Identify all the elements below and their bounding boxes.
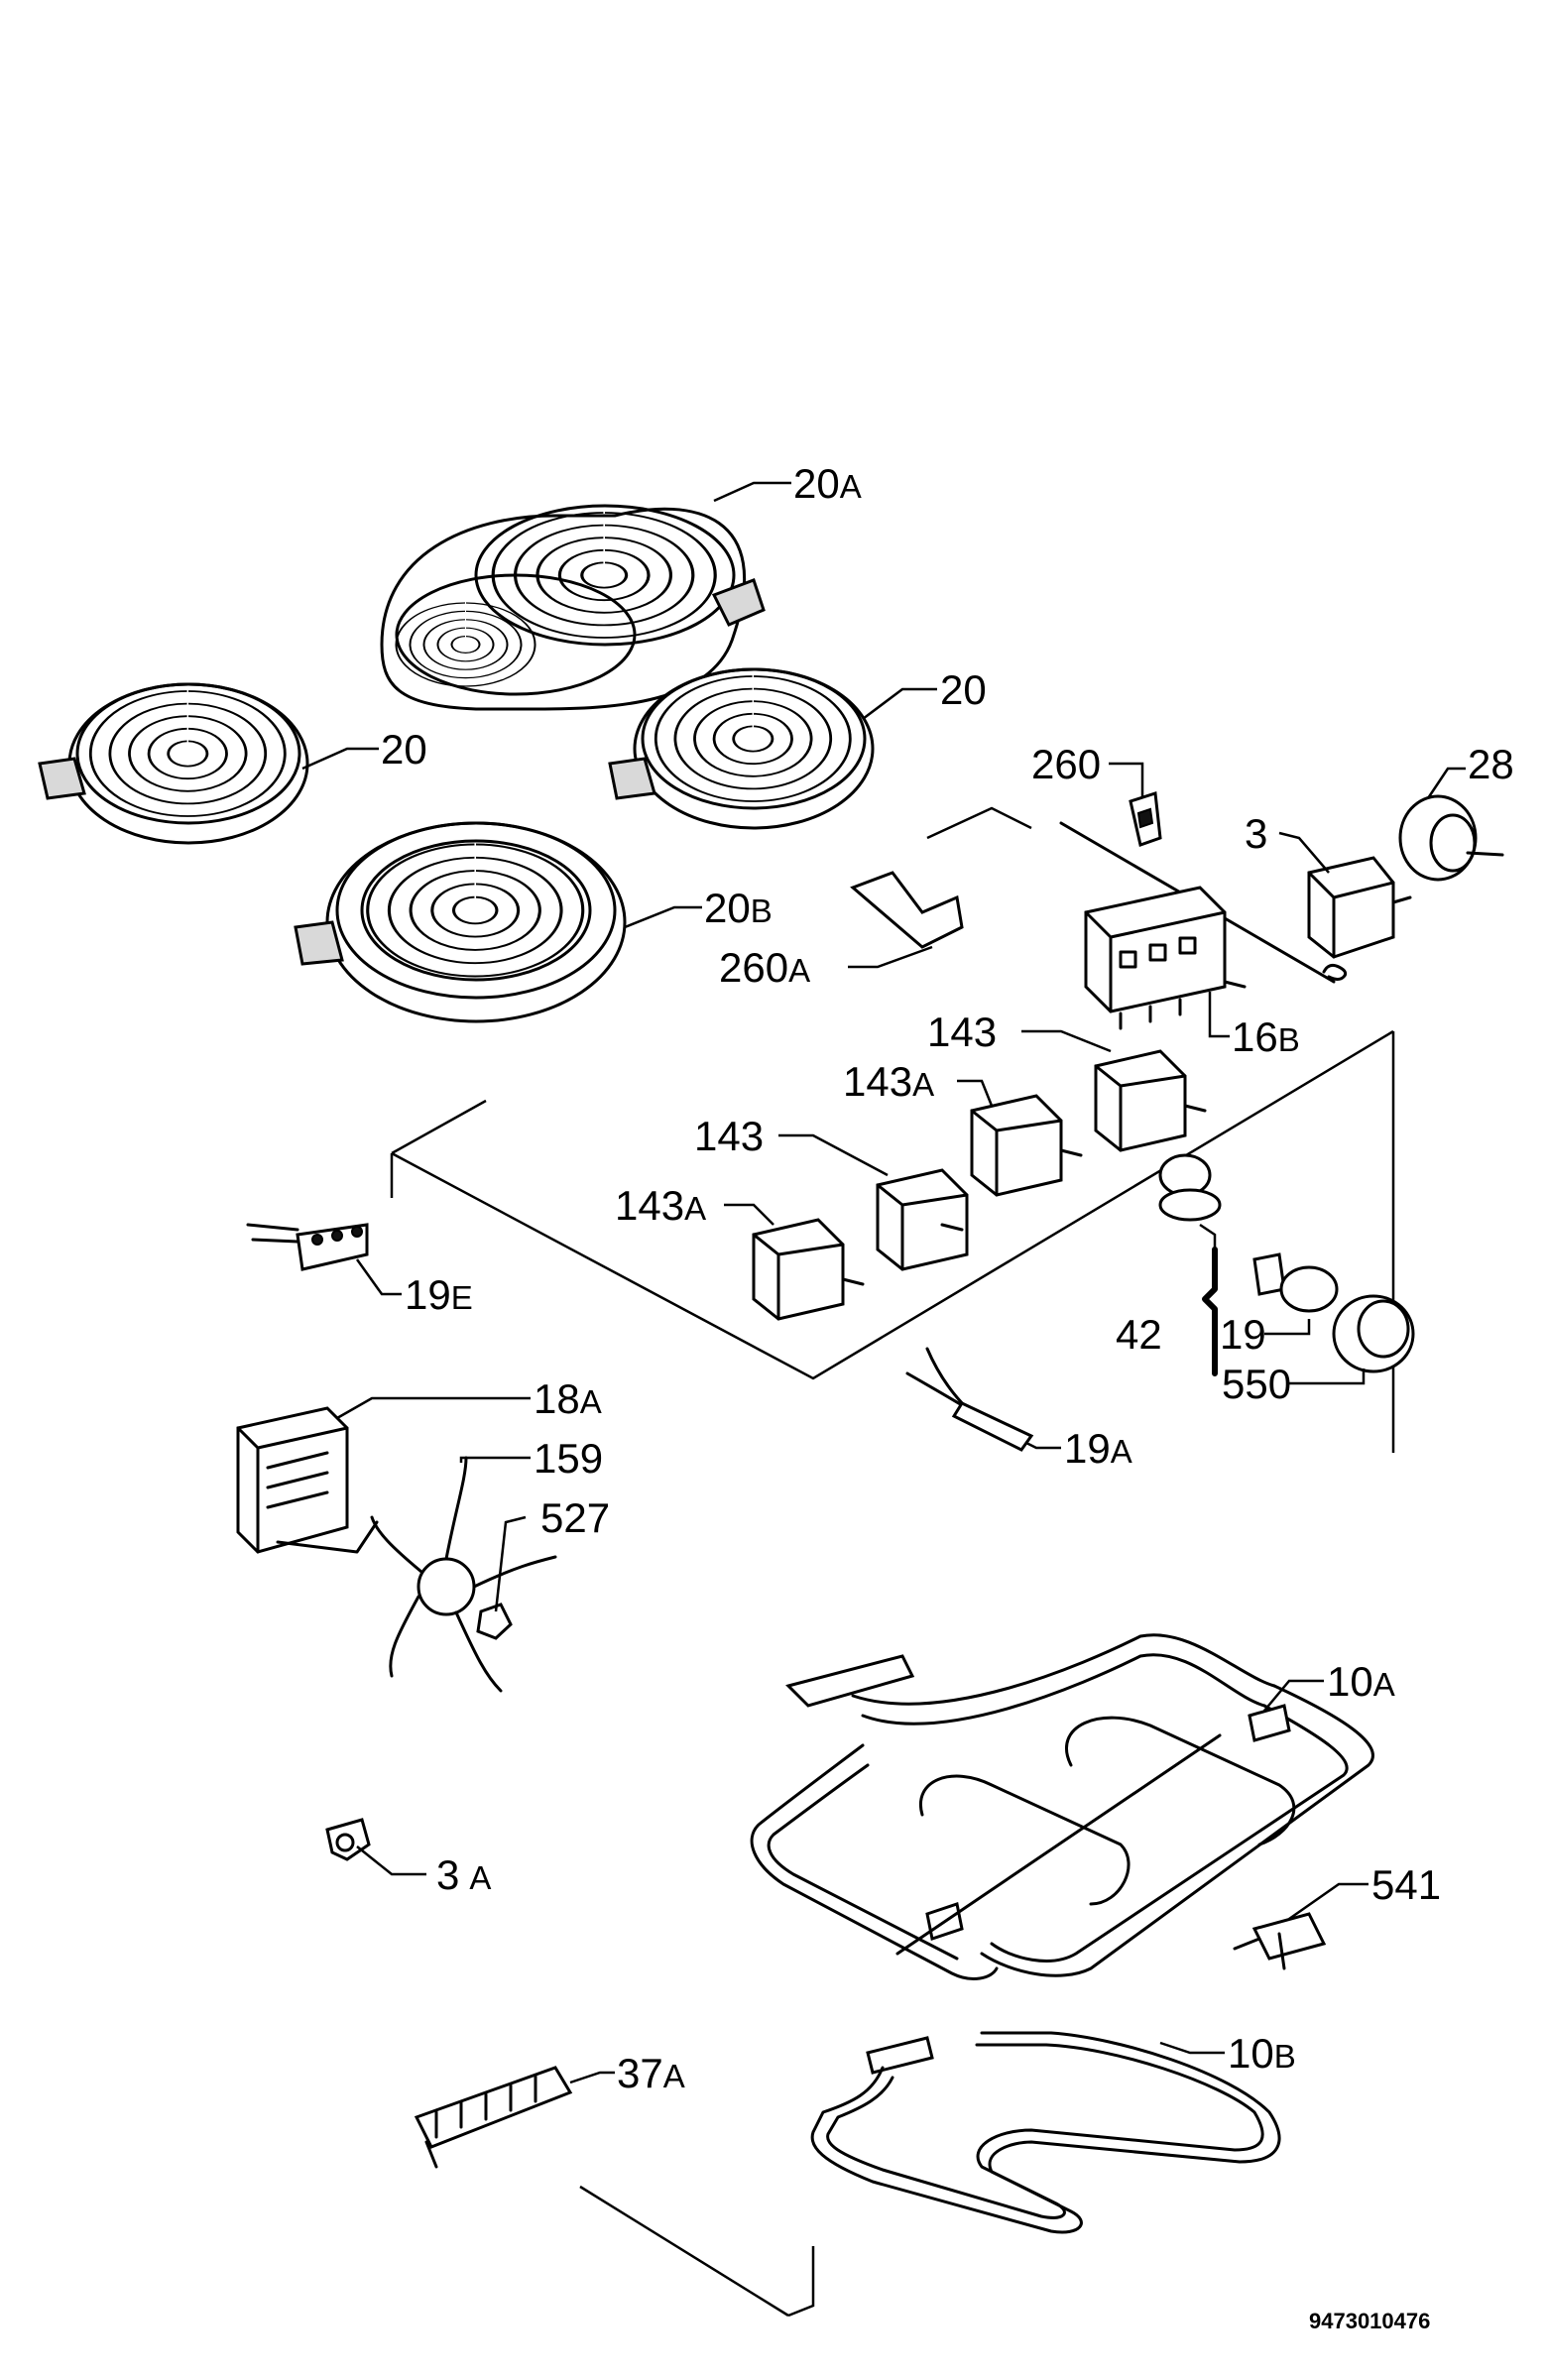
part-label-143-middle: 143: [694, 1113, 764, 1159]
part-label-143-top: 143: [927, 1009, 997, 1055]
part-label-16b: 16B: [1232, 1013, 1300, 1060]
fan-blade-159: [370, 1456, 557, 1693]
part-label-20-left: 20: [381, 726, 427, 773]
bracket-260: [1129, 791, 1162, 847]
selector-switch-16b: [1084, 886, 1247, 1030]
fan-nut-527: [476, 1603, 513, 1640]
part-labels: 20A 20 20 20B 260 260A 28 3 16B 143 143A…: [381, 460, 1514, 2333]
grill-element-10a: [750, 1633, 1374, 1980]
lamp-holder-42: [1158, 1153, 1222, 1222]
part-label-260a: 260A: [719, 944, 810, 991]
energy-regulator-143-middle: [876, 1168, 969, 1271]
hob-element-20a: [380, 504, 766, 711]
part-label-20-right: 20: [940, 666, 987, 713]
part-label-527: 527: [540, 1494, 610, 1541]
part-label-18a: 18A: [534, 1375, 602, 1422]
hob-element-20b: [294, 821, 627, 1023]
lamp-bulb-19: [1252, 1252, 1339, 1313]
bracket-42-brace: [1202, 1247, 1218, 1376]
leader-lines: [301, 481, 1466, 2084]
drawing-code: 9473010476: [1309, 2309, 1430, 2333]
energy-regulator-143a-top: [970, 1094, 1083, 1197]
oven-sensor-19a: [905, 1347, 1034, 1452]
part-label-143a-bottom: 143A: [615, 1182, 706, 1229]
part-label-541: 541: [1371, 1861, 1441, 1908]
part-label-19: 19: [1220, 1311, 1266, 1358]
thermostat-3: [1307, 856, 1412, 959]
thermal-cutout-3a: [325, 1818, 371, 1861]
bracket-260a: [850, 871, 964, 949]
terminal-strip-37a: [414, 2066, 573, 2169]
energy-regulator-143a-bottom: [752, 1218, 865, 1321]
part-label-20b: 20B: [704, 885, 773, 931]
terminal-block-19e: [246, 1223, 369, 1271]
fan-motor-18a: [236, 1406, 379, 1554]
lamp-cover-550: [1332, 1294, 1415, 1373]
energy-regulator-143-top: [1094, 1049, 1207, 1152]
part-label-42: 42: [1116, 1311, 1162, 1358]
hob-element-20-right: [608, 667, 875, 830]
knob-28: [1398, 794, 1504, 882]
assembly-outline: [390, 806, 1395, 2318]
bottom-element-10b: [810, 2031, 1281, 2234]
part-label-159: 159: [534, 1435, 603, 1482]
hob-element-20-left: [38, 682, 309, 845]
part-label-10b: 10B: [1228, 2030, 1296, 2077]
part-label-3: 3: [1245, 810, 1267, 857]
lamp-holder-clip-541: [1233, 1912, 1327, 1970]
part-label-550: 550: [1222, 1361, 1291, 1407]
part-label-143a-top: 143A: [843, 1058, 934, 1105]
part-label-260: 260: [1031, 741, 1101, 787]
part-label-19e: 19E: [405, 1271, 473, 1318]
part-label-28: 28: [1468, 741, 1514, 787]
part-label-20a: 20A: [793, 460, 862, 507]
part-label-19a: 19A: [1064, 1425, 1132, 1472]
part-label-37a: 37A: [617, 2050, 685, 2096]
part-label-10a: 10A: [1327, 1658, 1395, 1705]
